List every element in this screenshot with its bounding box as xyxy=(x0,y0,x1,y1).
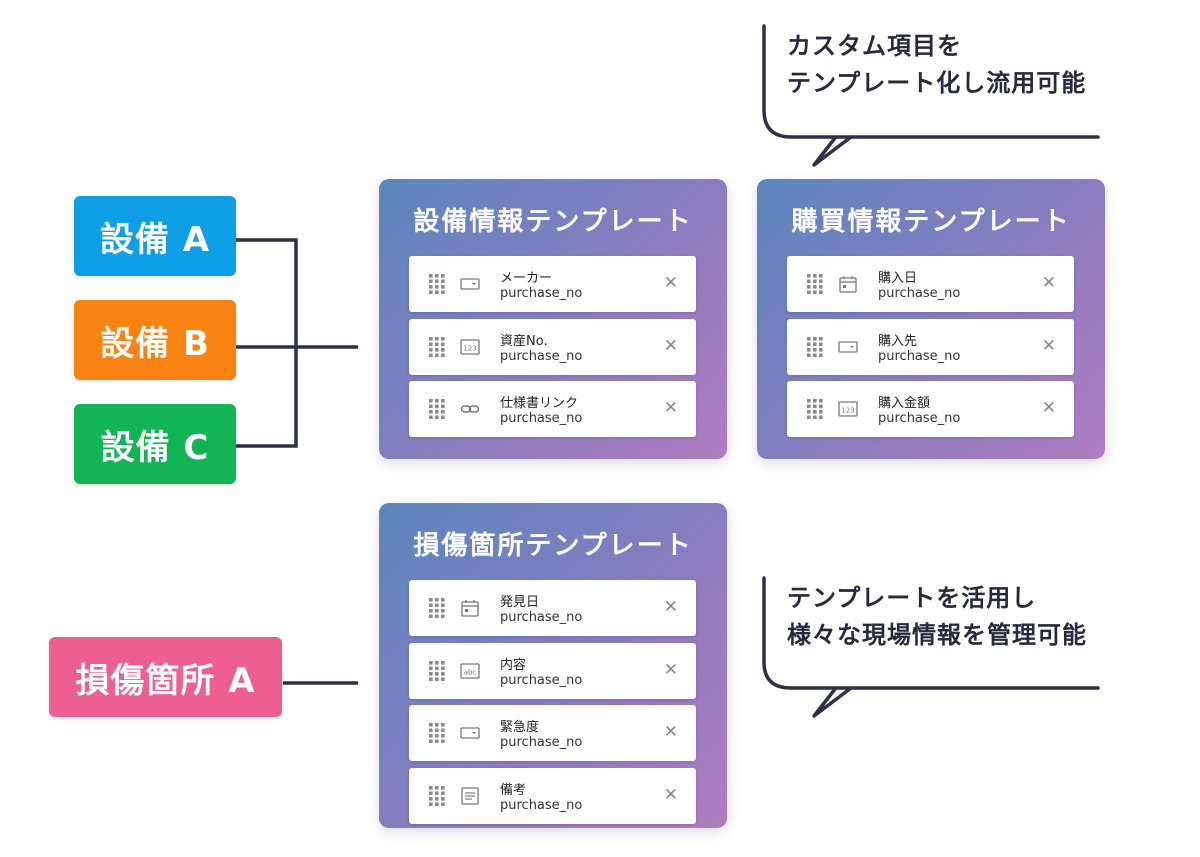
drag-handle-icon[interactable] xyxy=(429,274,445,295)
number-icon: 123 xyxy=(460,338,480,356)
field-name: 資産No. xyxy=(500,333,548,349)
callout-top-line2: テンプレート化し流用可能 xyxy=(787,69,1087,97)
dropdown-icon xyxy=(838,338,858,356)
remove-field-icon[interactable]: ✕ xyxy=(1041,398,1056,418)
field-key: purchase_no xyxy=(500,672,583,688)
link-icon xyxy=(460,400,480,418)
remove-field-icon[interactable]: ✕ xyxy=(663,784,678,805)
card-title: 設備情報テンプレート xyxy=(413,207,693,237)
remove-field-icon[interactable]: ✕ xyxy=(663,398,678,418)
field-key: purchase_no xyxy=(878,286,961,301)
calendar-icon xyxy=(460,599,480,617)
field-key: purchase_no xyxy=(500,735,583,750)
callout-top-line1: カスタム項目を xyxy=(787,32,962,60)
field-key: purchase_no xyxy=(500,348,583,364)
calendar-icon xyxy=(838,275,858,293)
damage-a-tag[interactable]: 損傷箇所 A xyxy=(49,637,282,717)
drag-handle-icon[interactable] xyxy=(429,598,445,619)
speech-bubble-top xyxy=(762,24,1100,167)
callout-bottom-line1: テンプレートを活用し xyxy=(787,584,1037,612)
equipment-a-tag[interactable]: 設備 A xyxy=(74,196,236,276)
field-name: 発見日 xyxy=(500,595,540,610)
remove-field-icon[interactable]: ✕ xyxy=(663,335,678,356)
drag-handle-icon[interactable] xyxy=(429,723,445,744)
drag-handle-icon[interactable] xyxy=(807,336,823,357)
drag-handle-icon[interactable] xyxy=(429,399,445,420)
field-key: purchase_no xyxy=(500,411,583,426)
svg-text:abc: abc xyxy=(464,668,477,676)
field-name: 購入日 xyxy=(878,271,918,286)
drag-handle-icon[interactable] xyxy=(807,399,823,420)
field-key: purchase_no xyxy=(500,797,583,813)
drag-handle-icon[interactable] xyxy=(807,274,823,295)
dropdown-icon xyxy=(460,275,480,293)
remove-field-icon[interactable]: ✕ xyxy=(1041,273,1056,293)
field-name: 内容 xyxy=(500,657,527,673)
drag-handle-icon[interactable] xyxy=(429,336,445,357)
field-key: purchase_no xyxy=(500,286,583,301)
field-name: 購入先 xyxy=(878,333,918,349)
field-key: purchase_no xyxy=(878,348,961,364)
field-key: purchase_no xyxy=(878,411,961,426)
callout-bottom-line2: 様々な現場情報を管理可能 xyxy=(787,621,1087,649)
field-name: 備考 xyxy=(500,782,527,798)
field-name: メーカー xyxy=(500,271,553,286)
field-name: 購入金額 xyxy=(878,396,931,411)
drag-handle-icon[interactable] xyxy=(429,660,445,681)
field-row[interactable]: 123 資産No.purchase_no ✕ xyxy=(409,318,696,375)
field-key: purchase_no xyxy=(500,610,583,625)
drag-handle-icon[interactable] xyxy=(429,785,445,806)
equipment-b-tag[interactable]: 設備 B xyxy=(74,300,236,380)
remove-field-icon[interactable]: ✕ xyxy=(663,659,678,680)
speech-bubble-bottom xyxy=(762,576,1100,718)
remove-field-icon[interactable]: ✕ xyxy=(1041,335,1056,356)
text-icon: abc xyxy=(460,662,480,680)
number-icon: 123 xyxy=(838,400,858,418)
field-name: 仕様書リンク xyxy=(500,396,579,411)
card-title: 損傷箇所テンプレート xyxy=(413,531,693,561)
callout-bottom-text: テンプレートを活用し 様々な現場情報を管理可能 xyxy=(787,580,1087,654)
equipment-c-tag[interactable]: 設備 C xyxy=(74,404,236,484)
card-title: 購買情報テンプレート xyxy=(791,207,1071,237)
svg-text:123: 123 xyxy=(463,344,476,352)
callout-top-text: カスタム項目を テンプレート化し流用可能 xyxy=(787,28,1086,102)
remove-field-icon[interactable]: ✕ xyxy=(663,597,678,617)
remove-field-icon[interactable]: ✕ xyxy=(663,722,678,742)
remove-field-icon[interactable]: ✕ xyxy=(663,273,678,293)
textarea-icon xyxy=(460,786,480,805)
field-name: 緊急度 xyxy=(500,720,540,735)
dropdown-icon xyxy=(460,724,480,742)
svg-text:123: 123 xyxy=(841,407,854,415)
